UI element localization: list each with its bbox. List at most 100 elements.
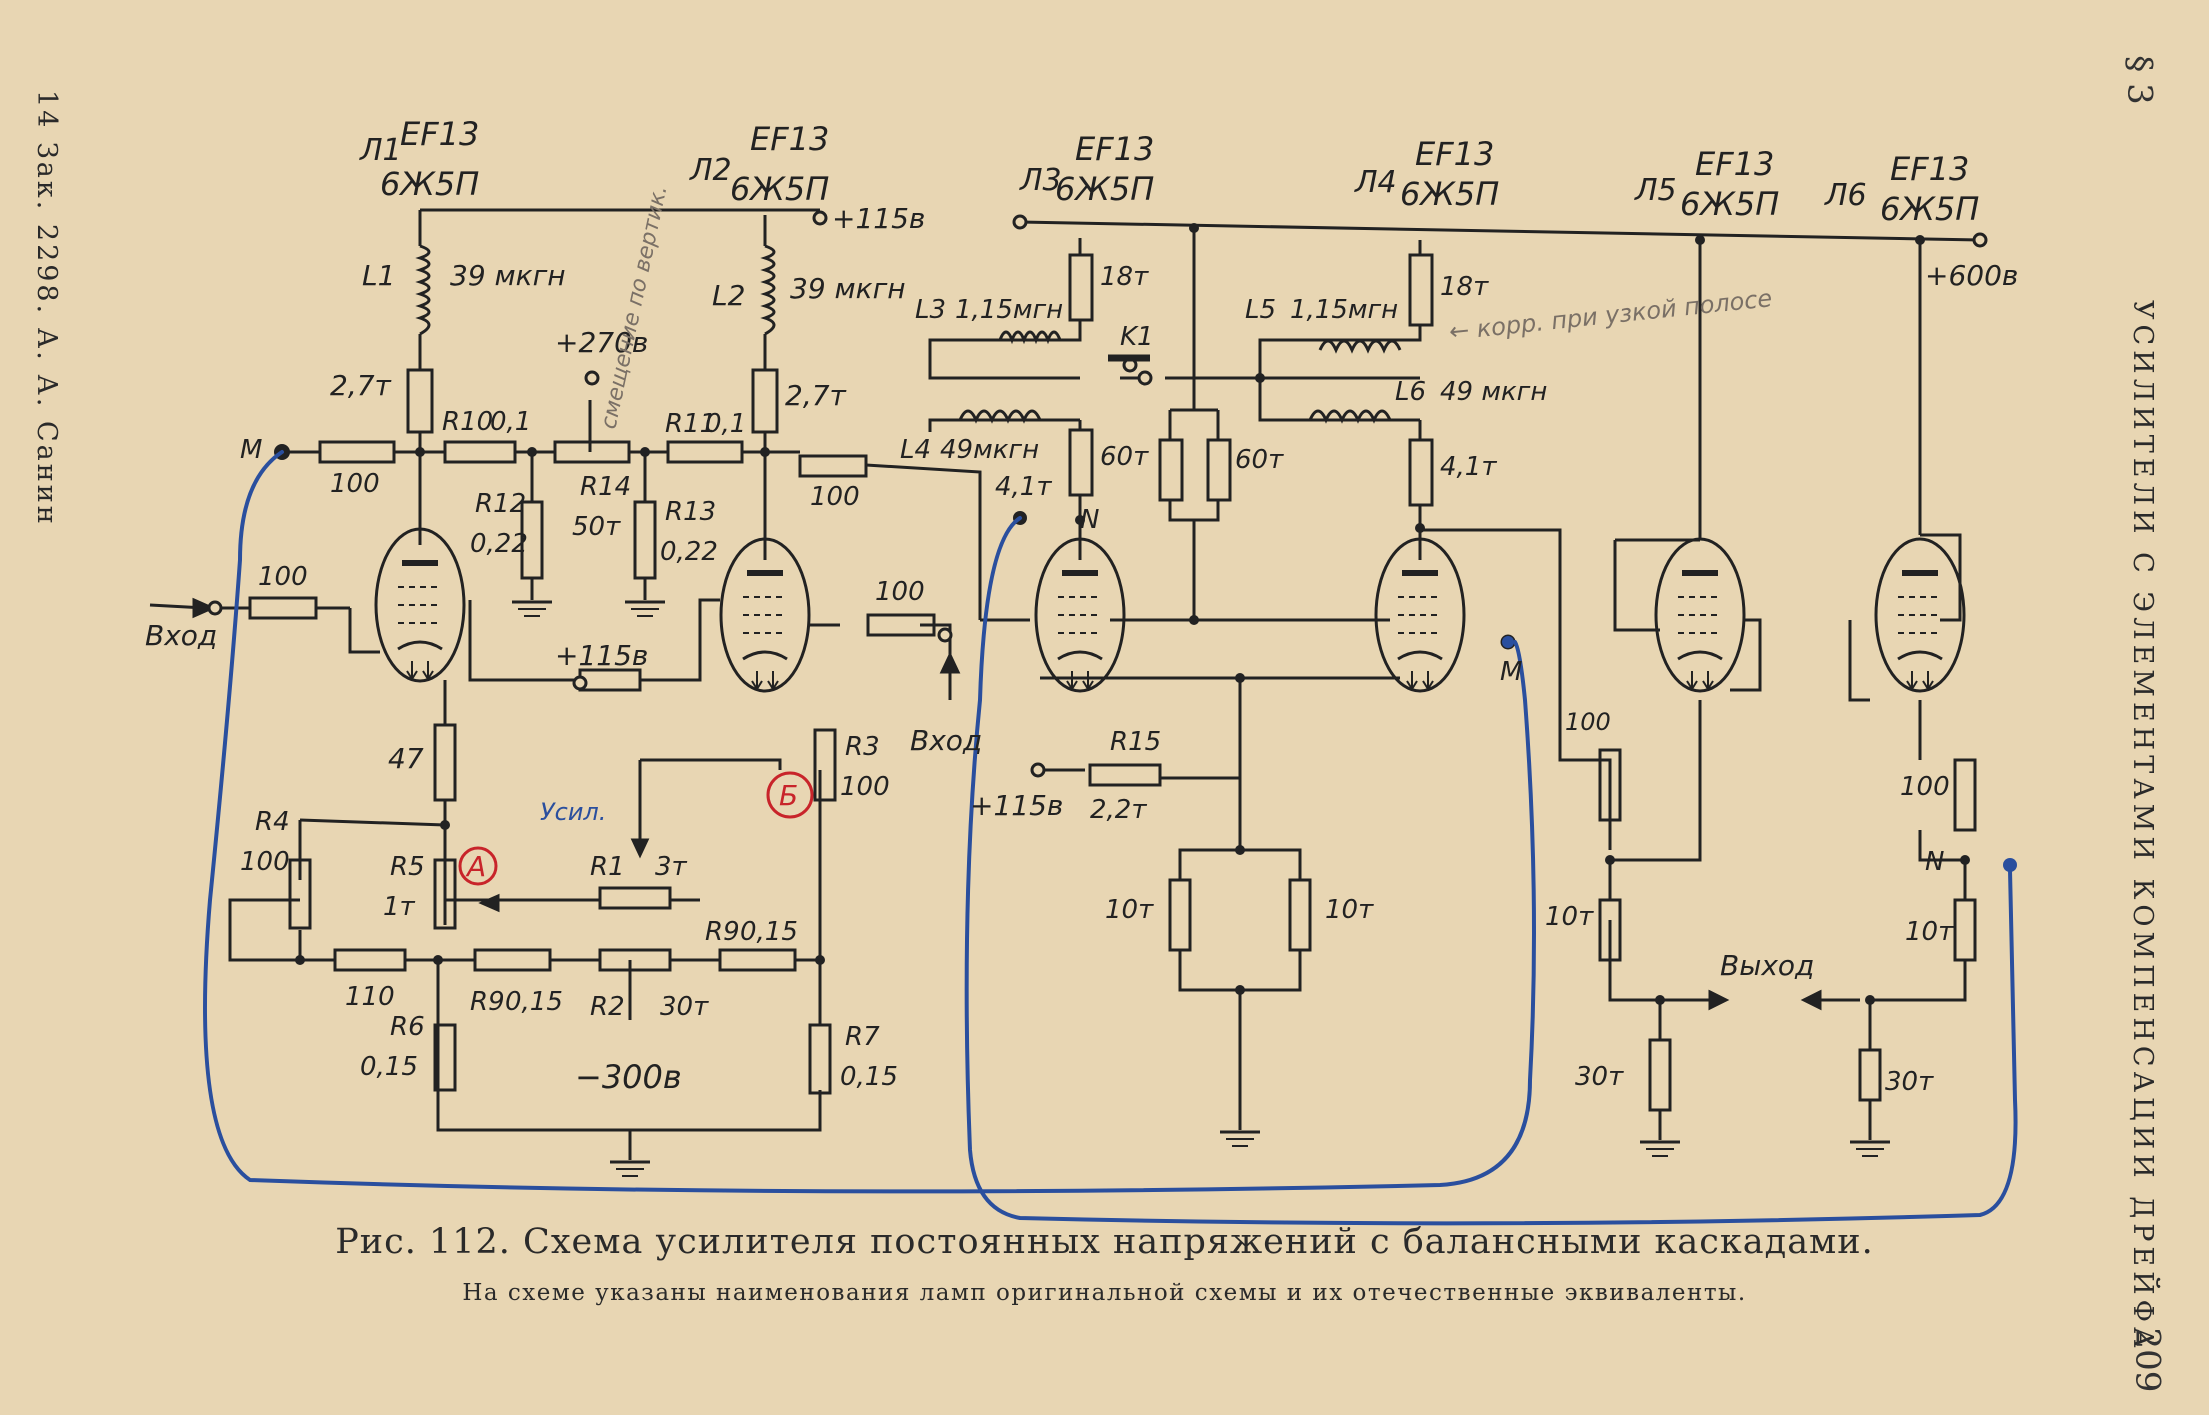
supply-270: +270в: [555, 326, 648, 359]
label-K1: K1: [1120, 322, 1154, 352]
value-100-mid: 100: [810, 482, 860, 512]
value-4-1t-a: 4,1т: [995, 472, 1052, 502]
tube-label-l4: Л4: [1354, 165, 1397, 200]
supply-minus-300: −300в: [575, 1058, 682, 1096]
node-M-left: M: [240, 435, 262, 465]
tube-l4-orig: EF13: [1415, 135, 1494, 173]
value-2-7t-a: 2,7т: [330, 369, 392, 402]
tube-label-l6: Л6: [1824, 178, 1867, 213]
label-R11: R11: [665, 409, 716, 439]
input-label-left: Вход: [145, 619, 217, 652]
value-100-c5: 100: [1565, 708, 1611, 736]
tube-l6-orig: EF13: [1890, 150, 1969, 188]
tube-label-l1: Л1: [359, 133, 402, 168]
value-R14: 50т: [572, 512, 621, 542]
node-M-right: M: [1500, 657, 1522, 687]
tube-label-l5: Л5: [1634, 173, 1677, 208]
supply-115-mid: +115в: [555, 639, 648, 672]
value-4-1t-b: 4,1т: [1440, 452, 1497, 482]
value-10t-d: 10т: [1905, 917, 1954, 947]
value-100-m: 100: [330, 469, 380, 499]
tube-l4-equiv: 6Ж5П: [1400, 175, 1499, 213]
tube-l5-orig: EF13: [1695, 145, 1774, 183]
value-2-7t-b: 2,7т: [785, 379, 847, 412]
label-L4: L4: [900, 435, 931, 465]
value-R7: 0,15: [840, 1062, 898, 1092]
supply-115-low: +115в: [970, 789, 1063, 822]
label-R10: R10: [442, 407, 493, 437]
handwritten-pencil-vertical: смещение по вертик.: [596, 183, 672, 431]
tube-label-l3: Л3: [1019, 163, 1062, 198]
tube-l2-orig: EF13: [750, 120, 829, 158]
label-R14: R14: [580, 472, 631, 502]
label-R3: R3: [845, 732, 880, 762]
value-60t-a: 60т: [1100, 442, 1149, 472]
tube-l3-orig: EF13: [1075, 130, 1154, 168]
label-R9a: R9: [705, 917, 740, 947]
value-L6: 49 мкгн: [1440, 377, 1547, 407]
value-47: 47: [388, 742, 424, 775]
value-18t-b: 18т: [1440, 272, 1489, 302]
value-R15: 2,2т: [1090, 795, 1147, 825]
value-R4: 100: [240, 847, 290, 877]
value-30t-a: 30т: [1575, 1062, 1624, 1092]
label-R9b: R9: [470, 987, 505, 1017]
value-L4: 49мкгн: [940, 435, 1039, 465]
value-L1: 39 мкгн: [450, 259, 566, 292]
label-L3: L3: [915, 295, 946, 325]
label-R5: R5: [390, 852, 425, 882]
tube-l3-equiv: 6Ж5П: [1055, 170, 1154, 208]
value-L2: 39 мкгн: [790, 272, 906, 305]
output-label-a: Выход: [1720, 949, 1814, 982]
value-110: 110: [345, 982, 395, 1012]
input-label-mid: Вход: [910, 724, 982, 757]
supply-600: +600в: [1925, 259, 2018, 292]
value-R11: 0,1: [705, 409, 746, 439]
value-R12: 0,22: [470, 529, 528, 559]
label-R6: R6: [390, 1012, 425, 1042]
label-R2: R2: [590, 992, 625, 1022]
tube-label-l2: Л2: [689, 153, 732, 188]
label-R13: R13: [665, 497, 716, 527]
value-10t-b: 10т: [1325, 895, 1374, 925]
value-L5: 1,15мгн: [1290, 295, 1398, 325]
handwritten-blue-note: Усил.: [540, 798, 606, 826]
handwritten-pencil-note: ← корр. при узкой полосе: [1448, 284, 1774, 346]
value-R1: 3т: [655, 852, 688, 882]
figure-note: На схеме указаны наименования ламп ориги…: [462, 1280, 1747, 1306]
value-30t-b: 30т: [1885, 1067, 1934, 1097]
label-L2: L2: [712, 279, 745, 312]
tube-l2-equiv: 6Ж5П: [730, 170, 829, 208]
value-10t-c: 10т: [1545, 902, 1594, 932]
node-N-top: N: [1080, 505, 1099, 535]
label-R1: R1: [590, 852, 625, 882]
node-B: Б: [779, 779, 798, 812]
label-R15: R15: [1110, 727, 1161, 757]
figure-caption: Рис. 112. Схема усилителя постоянных нап…: [335, 1222, 1874, 1262]
value-R9b: 0,15: [505, 987, 563, 1017]
tube-l6-equiv: 6Ж5П: [1880, 190, 1979, 228]
value-R9a: 0,15: [740, 917, 798, 947]
tube-l1-orig: EF13: [400, 115, 479, 153]
value-R10: 0,1: [490, 407, 531, 437]
value-100-in: 100: [258, 562, 308, 592]
value-10t-a: 10т: [1105, 895, 1154, 925]
tube-l1-equiv: 6Ж5П: [380, 165, 479, 203]
label-L5: L5: [1245, 295, 1276, 325]
supply-115-top: +115в: [832, 202, 925, 235]
label-L1: L1: [362, 259, 395, 292]
value-R13: 0,22: [660, 537, 718, 567]
value-R3: 100: [840, 772, 890, 802]
node-N-right: N: [1925, 847, 1944, 877]
value-R2: 30т: [660, 992, 709, 1022]
value-18t-a: 18т: [1100, 262, 1149, 292]
label-R12: R12: [475, 489, 526, 519]
node-A: А: [465, 850, 486, 883]
label-R7: R7: [845, 1022, 880, 1052]
value-R6: 0,15: [360, 1052, 418, 1082]
value-100-out: 100: [875, 577, 925, 607]
value-60t-b: 60т: [1235, 445, 1284, 475]
value-R5: 1т: [383, 892, 416, 922]
